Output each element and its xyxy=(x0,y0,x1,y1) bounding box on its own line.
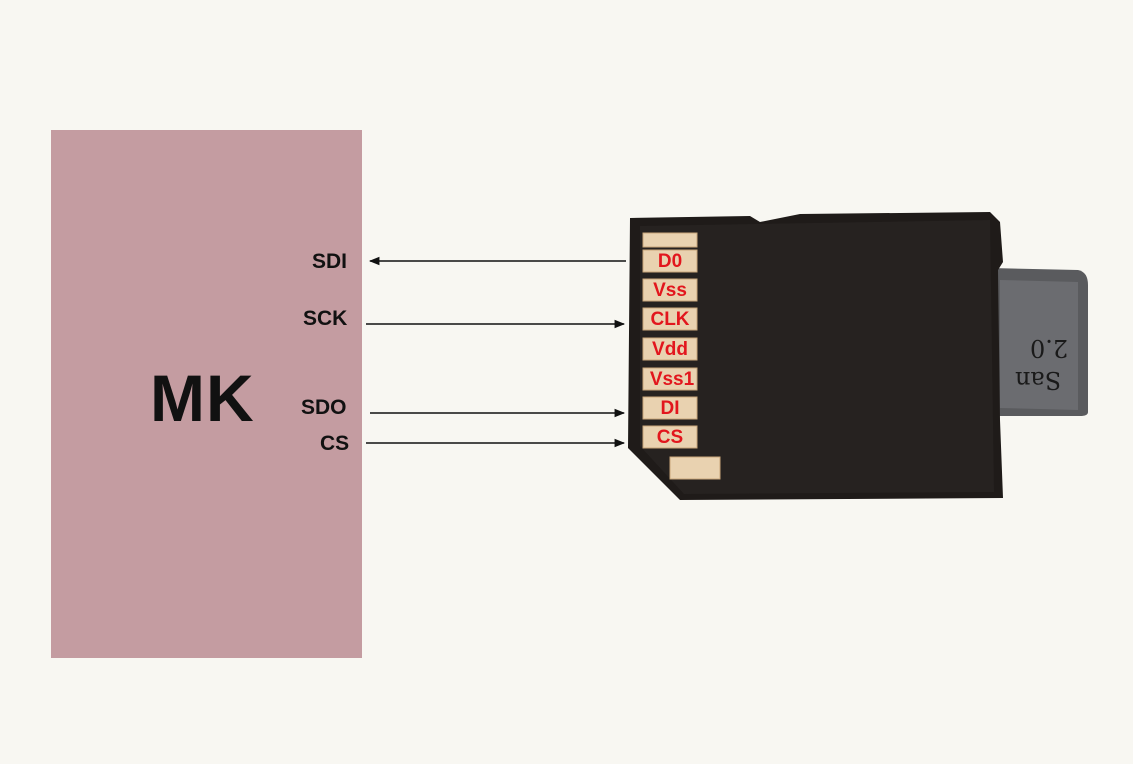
pin-label-d0: D0 xyxy=(657,251,683,272)
mk-label: MK xyxy=(150,361,255,435)
pin-label-clk: CLK xyxy=(650,309,690,330)
pin-label-vdd: Vdd xyxy=(652,339,688,360)
pin-label-vss1: Vss1 xyxy=(649,369,695,390)
pin-label-di: DI xyxy=(660,398,680,419)
signal-sdo-label: SDO xyxy=(301,396,347,419)
sd-adapter-body xyxy=(628,212,1003,500)
pin-label-cs: CS xyxy=(656,427,684,448)
microsd-card xyxy=(990,268,1088,416)
signal-sdi-label: SDI xyxy=(312,250,348,273)
signal-sck-label: SCK xyxy=(303,307,348,330)
contact-pads xyxy=(642,232,721,480)
pin-label-vss: Vss xyxy=(653,280,687,301)
mk-block xyxy=(51,130,362,658)
signal-cs-label: CS xyxy=(320,432,350,455)
